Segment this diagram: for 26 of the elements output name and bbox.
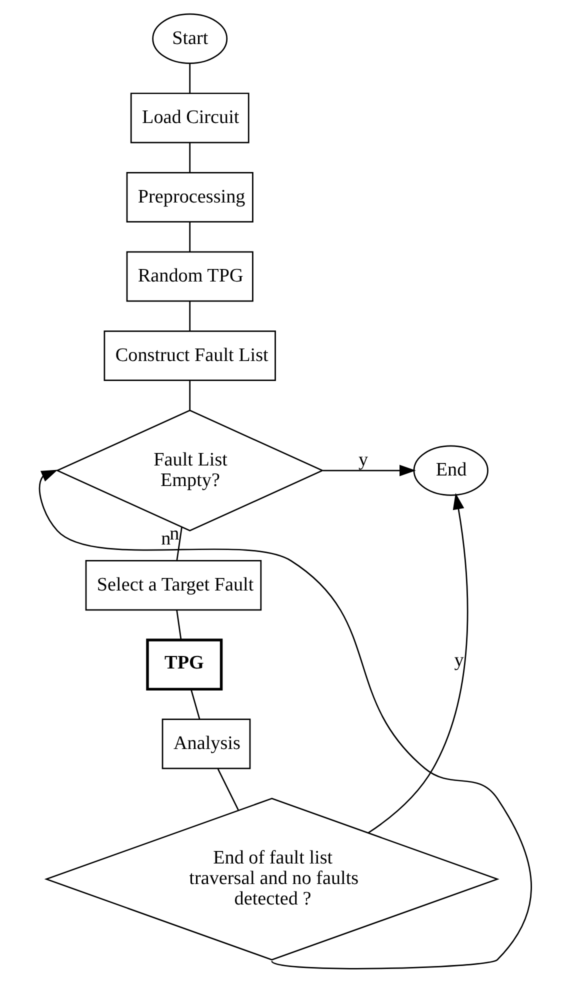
node-box: TPG — [146, 638, 223, 691]
node-ellipse: End — [413, 445, 488, 496]
arrow — [322, 464, 416, 476]
node-box: Analysis — [162, 718, 251, 770]
node-diamond: Fault List Empty? — [56, 410, 324, 532]
arrow — [368, 492, 468, 834]
connector — [189, 301, 191, 332]
node-box: Random TPG — [126, 251, 254, 302]
connector — [217, 768, 239, 810]
node-box: Preprocessing — [126, 172, 254, 223]
node-box: Load Circuit — [130, 92, 250, 144]
connector — [176, 610, 182, 640]
connector — [189, 142, 191, 173]
connector — [176, 527, 182, 561]
edge-label: n — [161, 528, 171, 550]
connector — [189, 380, 191, 410]
connector — [189, 222, 191, 252]
edge-label: y — [358, 449, 368, 470]
connector — [189, 63, 191, 94]
connector — [190, 689, 200, 720]
arrow — [39, 470, 532, 970]
edge-label: y — [454, 650, 464, 671]
node-diamond: End of fault list traversal and no faults detected ? — [44, 798, 500, 960]
node-box: Construct Fault List — [104, 330, 276, 382]
node-ellipse: Start — [152, 13, 228, 64]
node-box: Select a Target Fault — [85, 560, 262, 611]
